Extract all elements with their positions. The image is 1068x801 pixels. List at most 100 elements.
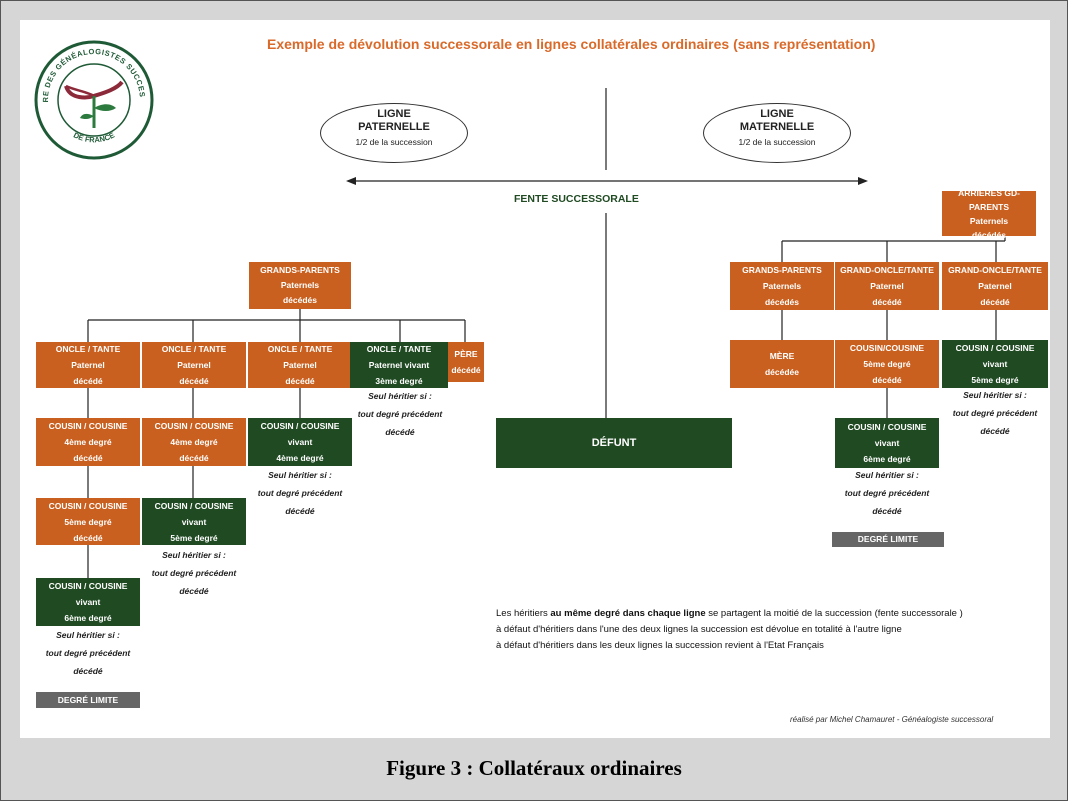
box-line: vivant [181, 516, 207, 527]
box-line: COUSIN/COUSINE [849, 343, 925, 353]
box-line: décédés [764, 297, 800, 307]
box-line: MÈRE [769, 351, 795, 361]
box-line: GRANDS-PARENTS [742, 265, 822, 275]
box-line: PÈRE [454, 349, 478, 359]
box-oncle-tante-vivant: ONCLE / TANTE Paternel vivant 3ème degré [350, 342, 448, 388]
box-line: Paternel [283, 360, 317, 370]
arrow-left-head [346, 177, 356, 185]
arrow-right-head [858, 177, 868, 185]
note-line: tout degré précédent [357, 409, 443, 419]
box-line: ONCLE / TANTE [161, 344, 227, 354]
box-line: COUSIN / COUSINE [260, 421, 340, 431]
box-line: 4ème degré [276, 453, 324, 463]
box-grand-oncle-tante-1: GRAND-ONCLE/TANTE Paternel décédé [835, 262, 939, 310]
box-line: Paternels [969, 215, 1009, 226]
box-line: ARRIÈRES GD-PARENTS [958, 187, 1020, 212]
defunt-label: DÉFUNT [591, 437, 637, 449]
box-line: vivant [287, 437, 313, 447]
box-line: vivant [75, 597, 101, 607]
box-line: 4ème degré [170, 437, 218, 447]
legend-line-1-a: Les héritiers [496, 608, 551, 619]
box-line: décédé [73, 453, 103, 463]
note-line: Seul héritier si : [855, 470, 919, 480]
box-line: décédés [971, 229, 1007, 240]
legend-line-2: à défaut d'héritiers dans l'une des deux… [496, 624, 902, 635]
box-line: Paternel vivant [368, 360, 430, 370]
note-line: tout degré précédent [257, 488, 343, 498]
box-line: ONCLE / TANTE [267, 344, 333, 354]
note-line: décédé [385, 427, 415, 437]
note-line: décédé [73, 666, 103, 676]
note-line: tout degré précédent [45, 648, 131, 658]
box-line: Paternel [870, 281, 904, 291]
box-line: GRAND-ONCLE/TANTE [948, 265, 1042, 275]
box-line: décédé [980, 297, 1010, 307]
box-line: décédé [73, 376, 103, 386]
box-line: ONCLE / TANTE [55, 344, 121, 354]
box-line: COUSIN / COUSINE [154, 500, 234, 511]
ligne-paternelle-sub: 1/2 de la succession [355, 137, 433, 147]
degre-limite-maternel: DEGRÉ LIMITE [832, 532, 944, 547]
box-line: Paternels [280, 280, 320, 290]
note-line: décédé [872, 506, 902, 516]
legend-text: Les héritiers au même degré dans chaque … [496, 606, 963, 654]
box-line: 5ème degré [971, 375, 1019, 385]
box-line: 3ème degré [375, 376, 423, 386]
box-line: ONCLE / TANTE [366, 344, 432, 354]
note-line: tout degré précédent [952, 408, 1038, 418]
box-line: décédé [179, 376, 209, 386]
note-line: tout degré précédent [844, 488, 930, 498]
box-line: décédés [282, 295, 318, 305]
box-line: décédé [872, 297, 902, 307]
box-line: Paternel [978, 281, 1012, 291]
ligne-maternelle-sub: 1/2 de la succession [738, 137, 816, 147]
note-line: décédé [285, 506, 315, 516]
legend-line-1: Les héritiers au même degré dans chaque … [496, 606, 963, 622]
box-line: Paternel [71, 360, 105, 370]
credit-text: réalisé par Michel Chamauret - Généalogi… [790, 715, 994, 724]
box-cousin-maternel-5-vivant: COUSIN / COUSINE vivant 5ème degré [942, 340, 1048, 388]
note-line: tout degré précédent [151, 568, 237, 578]
box-defunt: DÉFUNT [496, 418, 732, 468]
box-line: COUSIN / COUSINE [48, 500, 128, 511]
box-line: Paternel [177, 360, 211, 370]
box-line: 5ème degré [64, 516, 112, 527]
legend-line-3: à défaut d'héritiers dans les deux ligne… [496, 640, 824, 651]
chambre-logo: CHAMBRE DES GÉNÉALOGISTES SUCCESSORAUX D… [30, 38, 154, 160]
box-line: GRANDS-PARENTS [260, 265, 340, 275]
box-line: décédé [285, 376, 315, 386]
degre-limite-paternel: DEGRÉ LIMITE [36, 692, 140, 708]
box-oncle-tante-2: ONCLE / TANTE Paternel décédé [142, 342, 246, 388]
logo-text-bottom: DE FRANCE [72, 131, 116, 145]
note-line: Seul héritier si : [162, 550, 226, 560]
box-line: 4ème degré [64, 437, 112, 447]
svg-text:DE FRANCE: DE FRANCE [72, 131, 116, 145]
box-line: vivant [874, 438, 900, 448]
box-line: COUSIN / COUSINE [955, 343, 1035, 353]
box-line: vivant [982, 359, 1008, 369]
diagram-title: Exemple de dévolution successorale en li… [267, 36, 876, 52]
box-line: 5ème degré [170, 532, 218, 543]
note-cousin-6-vivant: Seul héritier si : tout degré précédent dé… [28, 626, 148, 680]
legend-line-1-b: au même degré dans chaque ligne [550, 608, 706, 619]
box-line: décédé [872, 375, 902, 385]
box-line: décédé [451, 365, 481, 375]
box-cousin-4-vivant: COUSIN / COUSINE vivant 4ème degré [248, 418, 352, 466]
box-grand-oncle-tante-2: GRAND-ONCLE/TANTE Paternel décédé [942, 262, 1048, 310]
box-line: GRAND-ONCLE/TANTE [840, 265, 934, 275]
note-line: Seul héritier si : [56, 630, 120, 640]
box-grands-parents-paternels: GRANDS-PARENTS Paternels décédés [249, 262, 351, 309]
ligne-maternelle-l2: MATERNELLE [739, 121, 815, 133]
